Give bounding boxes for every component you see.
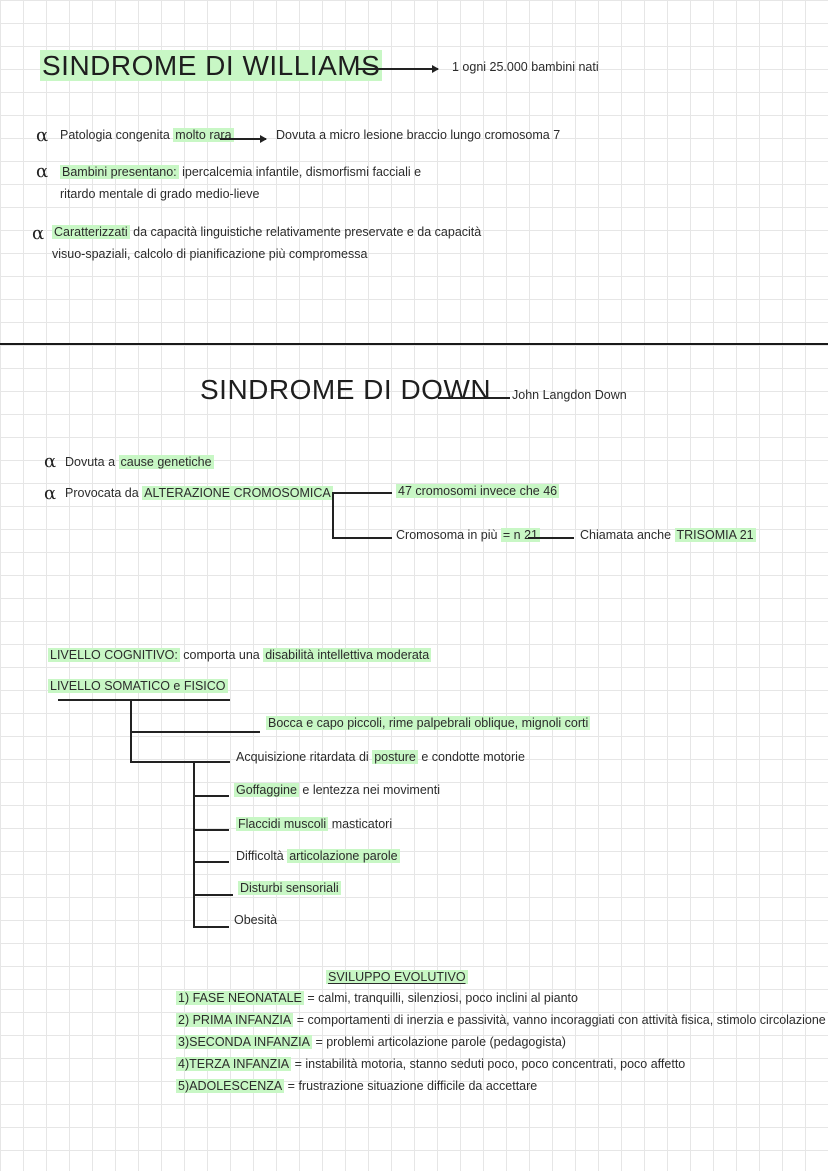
williams-point-1: Patologia congenita molto rara [60,128,234,142]
williams-title: SINDROME DI WILLIAMS [40,50,383,81]
arrow [220,135,267,142]
down-trisomy: Chiamata anche TRISOMIA 21 [580,528,756,542]
branch-line [332,492,334,538]
williams-point-2-cont: ritardo mentale di grado medio-lieve [60,187,260,201]
tree-line [130,731,260,733]
tree-line [193,829,229,831]
arrow [356,65,439,72]
down-point-2: Provocata da ALTERAZIONE CROMOSOMICA [65,486,333,500]
development-stage-4: 4)TERZA INFANZIA = instabilità motoria, … [176,1057,686,1071]
somatic-item-6: Disturbi sensoriali [238,881,341,895]
tree-line [193,861,229,863]
somatic-item-7: Obesità [234,913,278,927]
somatic-title: LIVELLO SOMATICO e FISICO [48,679,228,693]
tree-line [193,926,229,928]
branch-line [332,537,392,539]
connector-line [438,397,510,399]
down-branch-2: Cromosoma in più = n 21 [396,528,541,542]
tree-line [193,795,229,797]
bullet-icon: α [32,223,45,244]
development-stage-3: 3)SECONDA INFANZIA = problemi articolazi… [176,1035,566,1049]
somatic-item-4: Flaccidi muscoli masticatori [236,817,393,831]
williams-incidence: 1 ogni 25.000 bambini nati [452,60,599,74]
section-divider [0,343,828,345]
tree-line [193,894,233,896]
underline [58,699,230,701]
bullet-icon: α [44,483,57,504]
bullet-icon: α [36,125,49,146]
tree-line [130,761,230,763]
down-point-1: Dovuta a cause genetiche [65,455,214,469]
down-title: SINDROME DI DOWN [200,374,492,405]
somatic-item-3: Goffaggine e lentezza nei movimenti [234,783,440,797]
down-discoverer: John Langdon Down [512,388,627,402]
williams-point-3: Caratterizzati da capacità linguistiche … [52,225,482,239]
down-branch-1: 47 cromosomi invece che 46 [396,484,560,498]
cognitive-level: LIVELLO COGNITIVO: comporta una disabili… [48,648,432,662]
somatic-item-5: Difficoltà articolazione parole [236,849,400,863]
branch-line [332,492,392,494]
development-stage-5: 5)ADOLESCENZA = frustrazione situazione … [176,1079,538,1093]
bullet-icon: α [36,161,49,182]
williams-cause: Dovuta a micro lesione braccio lungo cro… [276,128,561,142]
somatic-item-2: Acquisizione ritardata di posture e cond… [236,750,525,764]
development-stage-1: 1) FASE NEONATALE = calmi, tranquilli, s… [176,991,578,1005]
connector-line [528,537,574,539]
development-title: SVILUPPO EVOLUTIVO [326,970,468,984]
development-stage-2: 2) PRIMA INFANZIA = comportamenti di ine… [176,1013,826,1027]
williams-point-3-cont: visuo-spaziali, calcolo di pianificazion… [52,247,368,261]
somatic-item-1: Bocca e capo piccoli, rime palpebrali ob… [266,716,591,730]
bullet-icon: α [44,451,57,472]
williams-point-2: Bambini presentano: ipercalcemia infanti… [60,165,422,179]
tree-line [193,761,195,927]
